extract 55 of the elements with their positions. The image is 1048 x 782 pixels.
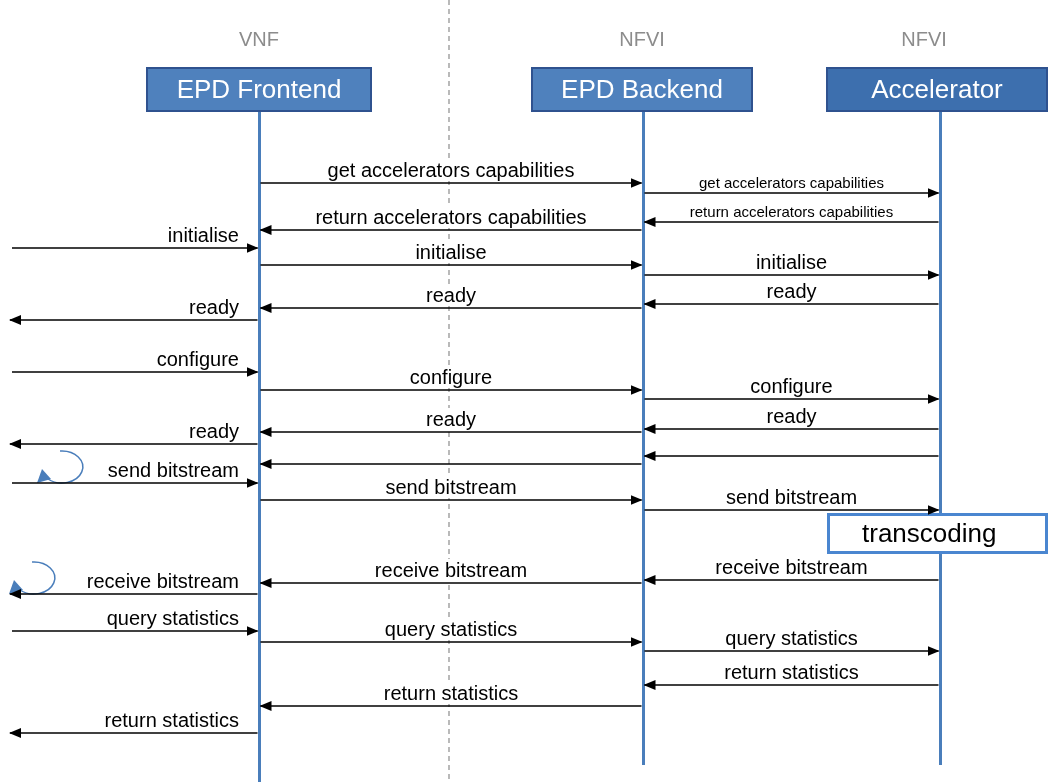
message-label: ready — [425, 408, 477, 430]
message-arrow — [643, 505, 940, 515]
message-label: ready — [187, 420, 240, 442]
message-arrow — [259, 495, 643, 505]
message-arrow — [259, 385, 643, 395]
message-label: ready — [425, 284, 477, 306]
message-arrow — [259, 225, 643, 235]
message-arrow — [259, 701, 643, 711]
message-arrow — [259, 178, 643, 188]
message-arrow — [259, 427, 643, 437]
message-arrow — [259, 578, 643, 588]
message-arrow — [259, 459, 643, 469]
message-label: query statistics — [105, 607, 240, 629]
message-arrow — [643, 646, 940, 656]
message-arrow — [259, 260, 643, 270]
message-arrow — [11, 243, 259, 253]
message-arrow — [643, 299, 940, 309]
lifeline-header-box: EPD Frontend — [146, 67, 372, 112]
message-arrow — [11, 478, 259, 488]
message-label: query statistics — [383, 618, 519, 640]
lifeline-header-box: Accelerator — [826, 67, 1048, 112]
message-arrow — [9, 439, 259, 449]
message-arrow — [11, 367, 259, 377]
message-label: query statistics — [724, 627, 859, 649]
message-label: receive bitstream — [373, 559, 529, 581]
message-label: send bitstream — [384, 476, 518, 498]
message-arrow — [9, 728, 259, 738]
message-arrow — [259, 303, 643, 313]
layer-label: NFVI — [619, 28, 665, 50]
message-arrow — [643, 575, 940, 585]
layer-label: NFVI — [901, 28, 947, 50]
message-arrow — [643, 451, 940, 461]
message-arrow — [643, 188, 940, 198]
message-arrow — [643, 424, 940, 434]
message-arrow — [259, 637, 643, 647]
message-label: ready — [765, 405, 818, 427]
message-label: return accelerators capabilities — [688, 203, 895, 220]
message-label: return accelerators capabilities — [314, 206, 588, 228]
message-arrow — [643, 270, 940, 280]
message-label: initialise — [414, 241, 488, 263]
message-label: ready — [187, 296, 240, 318]
message-label: configure — [155, 348, 240, 370]
message-label: return statistics — [382, 682, 520, 704]
message-arrow — [643, 680, 940, 690]
layer-label: VNF — [239, 28, 279, 50]
message-arrow — [643, 394, 940, 404]
message-label: get accelerators capabilities — [697, 174, 886, 191]
message-label: configure — [749, 375, 834, 397]
message-label: get accelerators capabilities — [326, 159, 576, 181]
message-arrow — [11, 626, 259, 636]
message-arrow — [9, 315, 259, 325]
lifeline-header-box: EPD Backend — [531, 67, 753, 112]
message-label: configure — [408, 366, 494, 388]
message-arrow — [9, 589, 259, 599]
message-label: ready — [765, 280, 818, 302]
